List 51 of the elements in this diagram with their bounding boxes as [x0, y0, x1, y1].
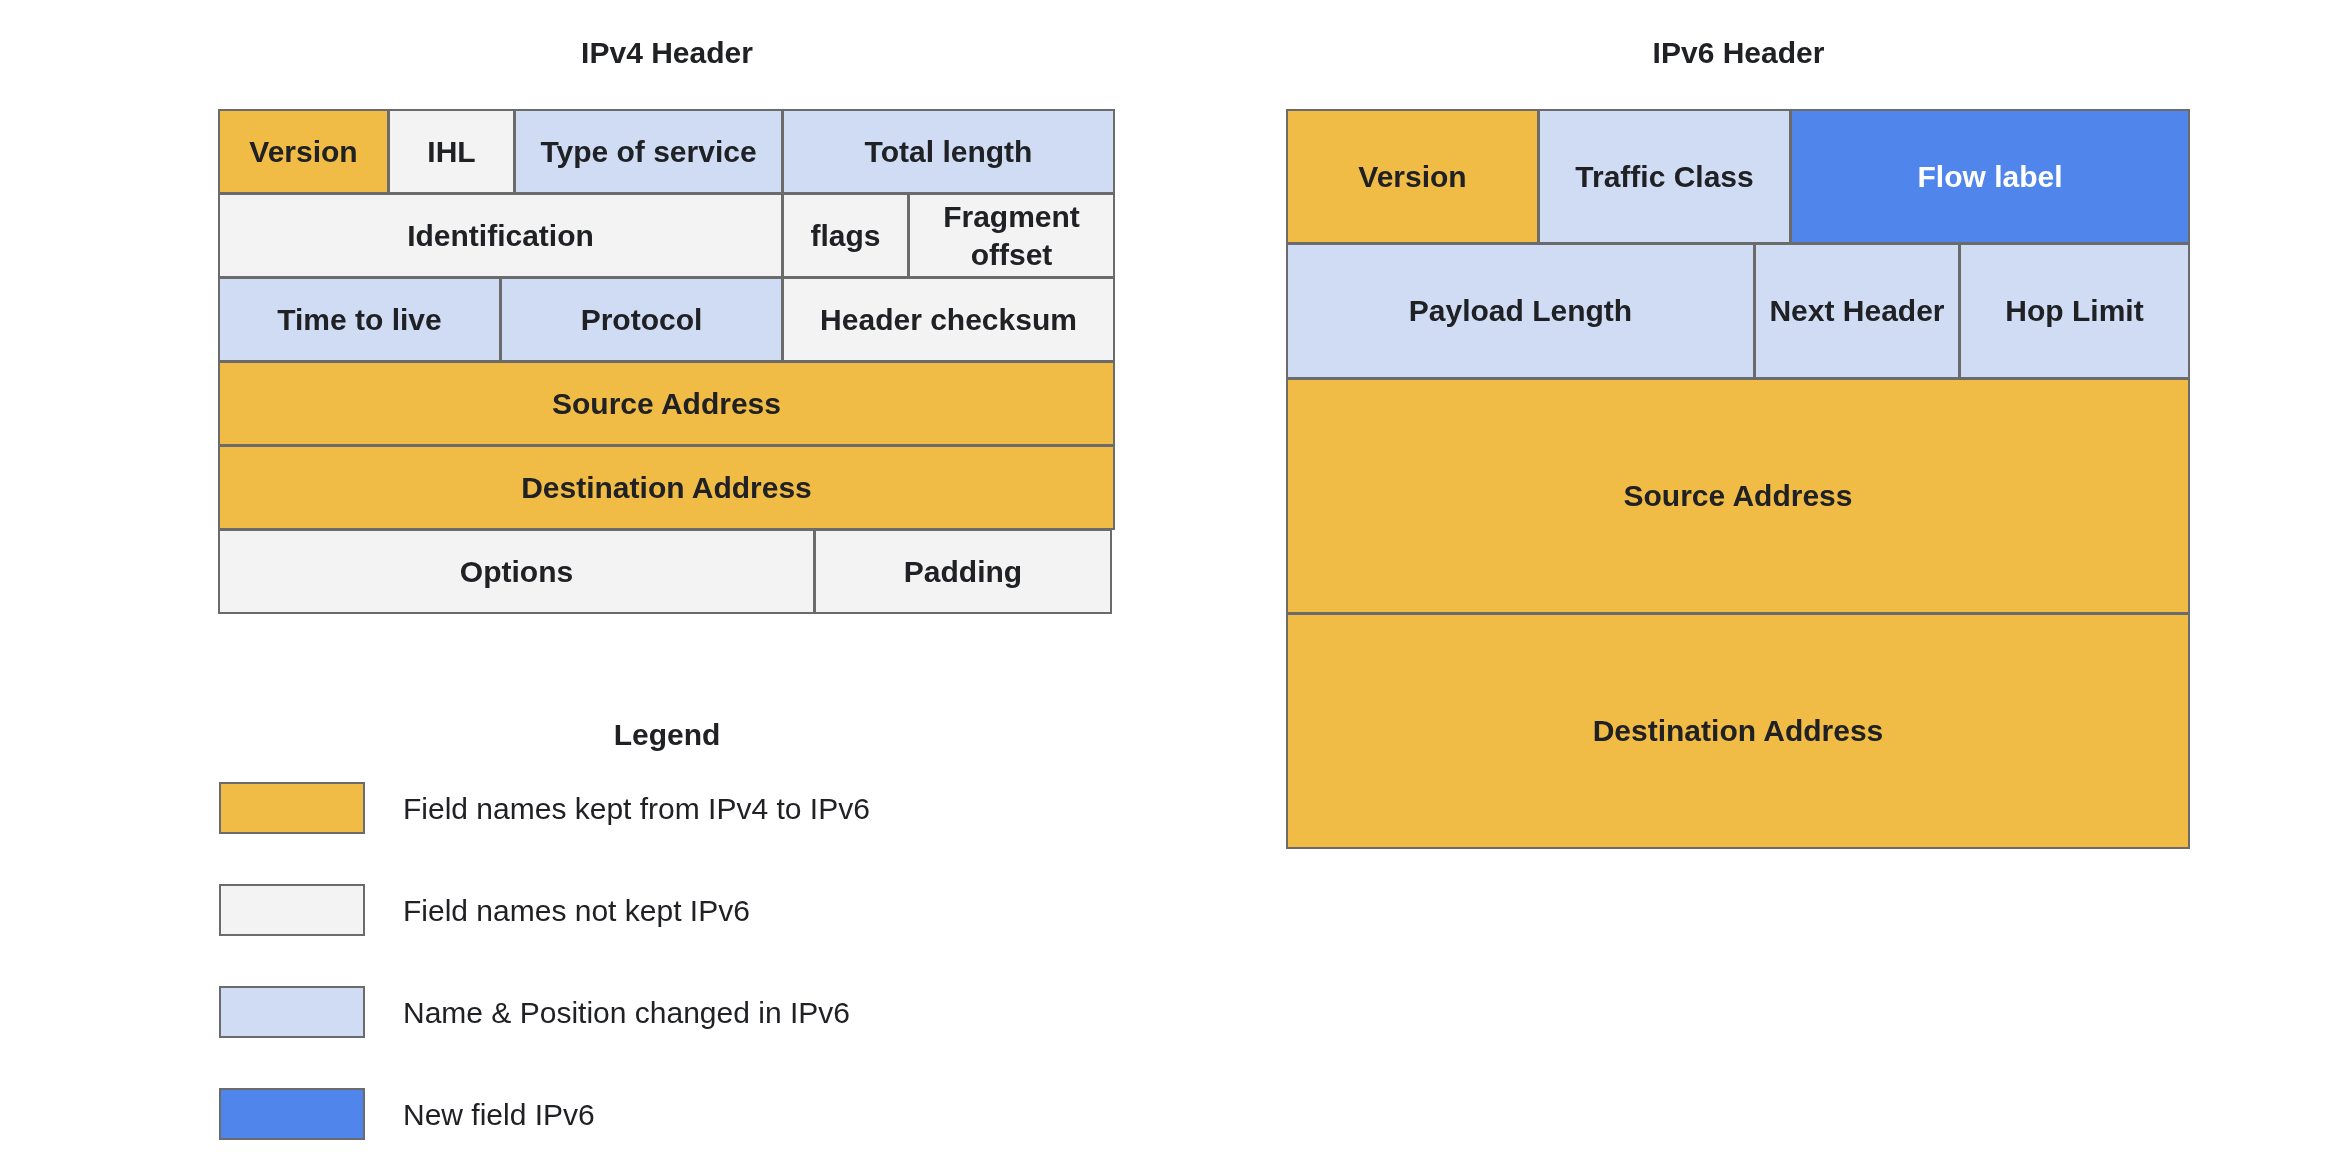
header-field-cell [218, 445, 1115, 530]
header-field-cell [218, 193, 783, 278]
field-name: Next Header [1768, 293, 1946, 329]
field-name: Header checksum [819, 301, 1078, 338]
header-field-cell [1286, 613, 2190, 849]
header-field-cell [500, 277, 783, 362]
header-field-cell [388, 109, 515, 194]
header-field-cell [814, 529, 1112, 614]
field-name: Protocol [579, 301, 704, 338]
header-field-cell [1538, 109, 1791, 244]
legend-text: New field IPv6 [403, 1096, 595, 1133]
field-name: Time to live [276, 301, 443, 338]
header-field-cell [1286, 109, 1539, 244]
header-field-cell [1286, 378, 2190, 614]
field-name: Fragment offset [942, 198, 1081, 273]
header-field-cell [218, 277, 501, 362]
legend-text: Name & Position changed in IPv6 [403, 994, 850, 1031]
legend-text: Field names not kept IPv6 [403, 892, 750, 929]
field-name: Identification [406, 217, 595, 254]
table-title: IPv4 Header [580, 35, 754, 71]
header-field-cell [782, 109, 1115, 194]
header-field-cell [514, 109, 783, 194]
header-field-cell [218, 529, 815, 614]
field-name: Version [1357, 158, 1468, 195]
header-field-cell [1790, 109, 2190, 244]
table-title: IPv6 Header [1651, 35, 1826, 71]
field-name: Source Address [1622, 478, 1854, 514]
header-field-cell [1754, 243, 1960, 379]
field-name: Options [458, 553, 575, 590]
field-name: Type of service [539, 133, 758, 170]
field-name: Destination Address [520, 469, 813, 506]
field-name: Version [248, 133, 359, 170]
field-name: Payload Length [1407, 293, 1634, 329]
field-name: Flow label [1916, 158, 2064, 195]
header-field-cell [1286, 243, 1755, 379]
field-name: IHL [426, 133, 477, 170]
field-name: Source Address [551, 385, 782, 422]
field-name: Total length [863, 133, 1034, 170]
header-field-cell [782, 193, 909, 278]
field-name: Traffic Class [1574, 158, 1755, 195]
header-field-cell [782, 277, 1115, 362]
header-field-cell [218, 109, 389, 194]
legend-title: Legend [612, 717, 722, 753]
header-field-cell [218, 361, 1115, 446]
header-field-cell [908, 193, 1115, 278]
field-name: Destination Address [1591, 713, 1885, 749]
field-name: flags [809, 217, 882, 254]
legend-text: Field names kept from IPv4 to IPv6 [403, 790, 870, 827]
field-name: Padding [902, 553, 1024, 590]
header-field-cell [1959, 243, 2190, 379]
field-name: Hop Limit [2004, 293, 2145, 329]
